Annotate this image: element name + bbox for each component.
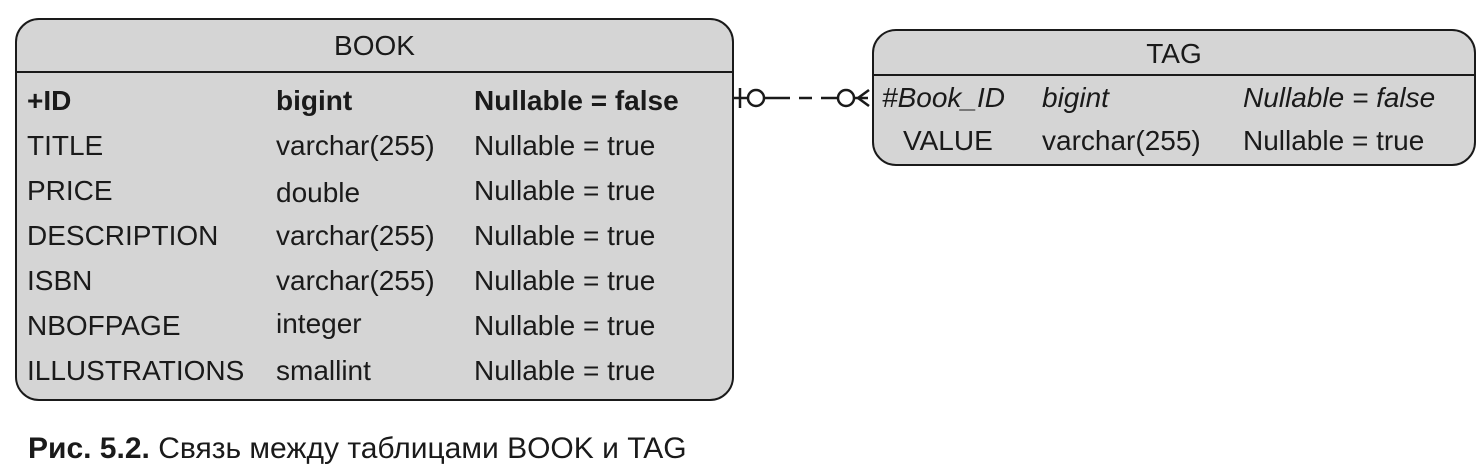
- book-row-name: TITLE: [27, 130, 104, 161]
- zero-circle-right: [836, 88, 856, 108]
- book-entity: BOOK +ID bigint Nullable = false TITLE v…: [15, 18, 734, 401]
- crows-foot-upper: [857, 88, 870, 100]
- book-row-name: +ID: [27, 85, 72, 116]
- book-row-nullable: Nullable = true: [474, 220, 656, 251]
- book-row-name: ISBN: [27, 265, 93, 296]
- figure-number: Рис. 5.2.: [28, 432, 150, 465]
- book-row-name: DESCRIPTION: [27, 220, 219, 251]
- tag-row-nullable: Nullable = false: [1243, 82, 1436, 113]
- tag-row-name: VALUE: [903, 125, 993, 156]
- tag-header-divider: [874, 74, 1474, 76]
- figure-caption-text: Связь между таблицами BOOK и TAG: [158, 432, 687, 465]
- book-row-nullable: Nullable = false: [474, 85, 679, 116]
- book-row-nullable: Nullable = true: [474, 130, 656, 161]
- book-row-type: bigint: [276, 85, 353, 116]
- book-row-type: varchar(255): [276, 220, 435, 251]
- book-row-nullable: Nullable = true: [474, 175, 656, 206]
- tag-row-type: varchar(255): [1042, 125, 1201, 156]
- tag-entity-title: TAG: [1146, 38, 1202, 69]
- tag-entity: TAG #Book_ID bigint Nullable = false VAL…: [872, 29, 1476, 166]
- book-row-name: ILLUSTRATIONS: [27, 355, 245, 386]
- figure-caption: Рис. 5.2. Связь между таблицами BOOK и T…: [28, 432, 687, 466]
- tag-row-name: #Book_ID: [882, 82, 1005, 113]
- tag-row-type: bigint: [1042, 82, 1109, 113]
- book-row-type: double: [276, 177, 361, 208]
- book-header-divider: [17, 71, 732, 73]
- book-row-nullable: Nullable = true: [474, 310, 656, 341]
- book-entity-title: BOOK: [334, 30, 415, 61]
- book-row-name: NBOFPAGE: [27, 310, 181, 341]
- tag-row-nullable: Nullable = true: [1243, 125, 1425, 156]
- book-row-nullable: Nullable = true: [474, 355, 656, 386]
- book-row-type: integer: [276, 308, 362, 339]
- book-row-type: varchar(255): [276, 265, 435, 296]
- book-row-name: PRICE: [27, 175, 113, 206]
- crows-foot-lower: [857, 96, 870, 108]
- book-row-nullable: Nullable = true: [474, 265, 656, 296]
- book-row-type: varchar(255): [276, 130, 435, 161]
- book-row-type: smallint: [276, 355, 371, 386]
- zero-circle-left: [746, 88, 766, 108]
